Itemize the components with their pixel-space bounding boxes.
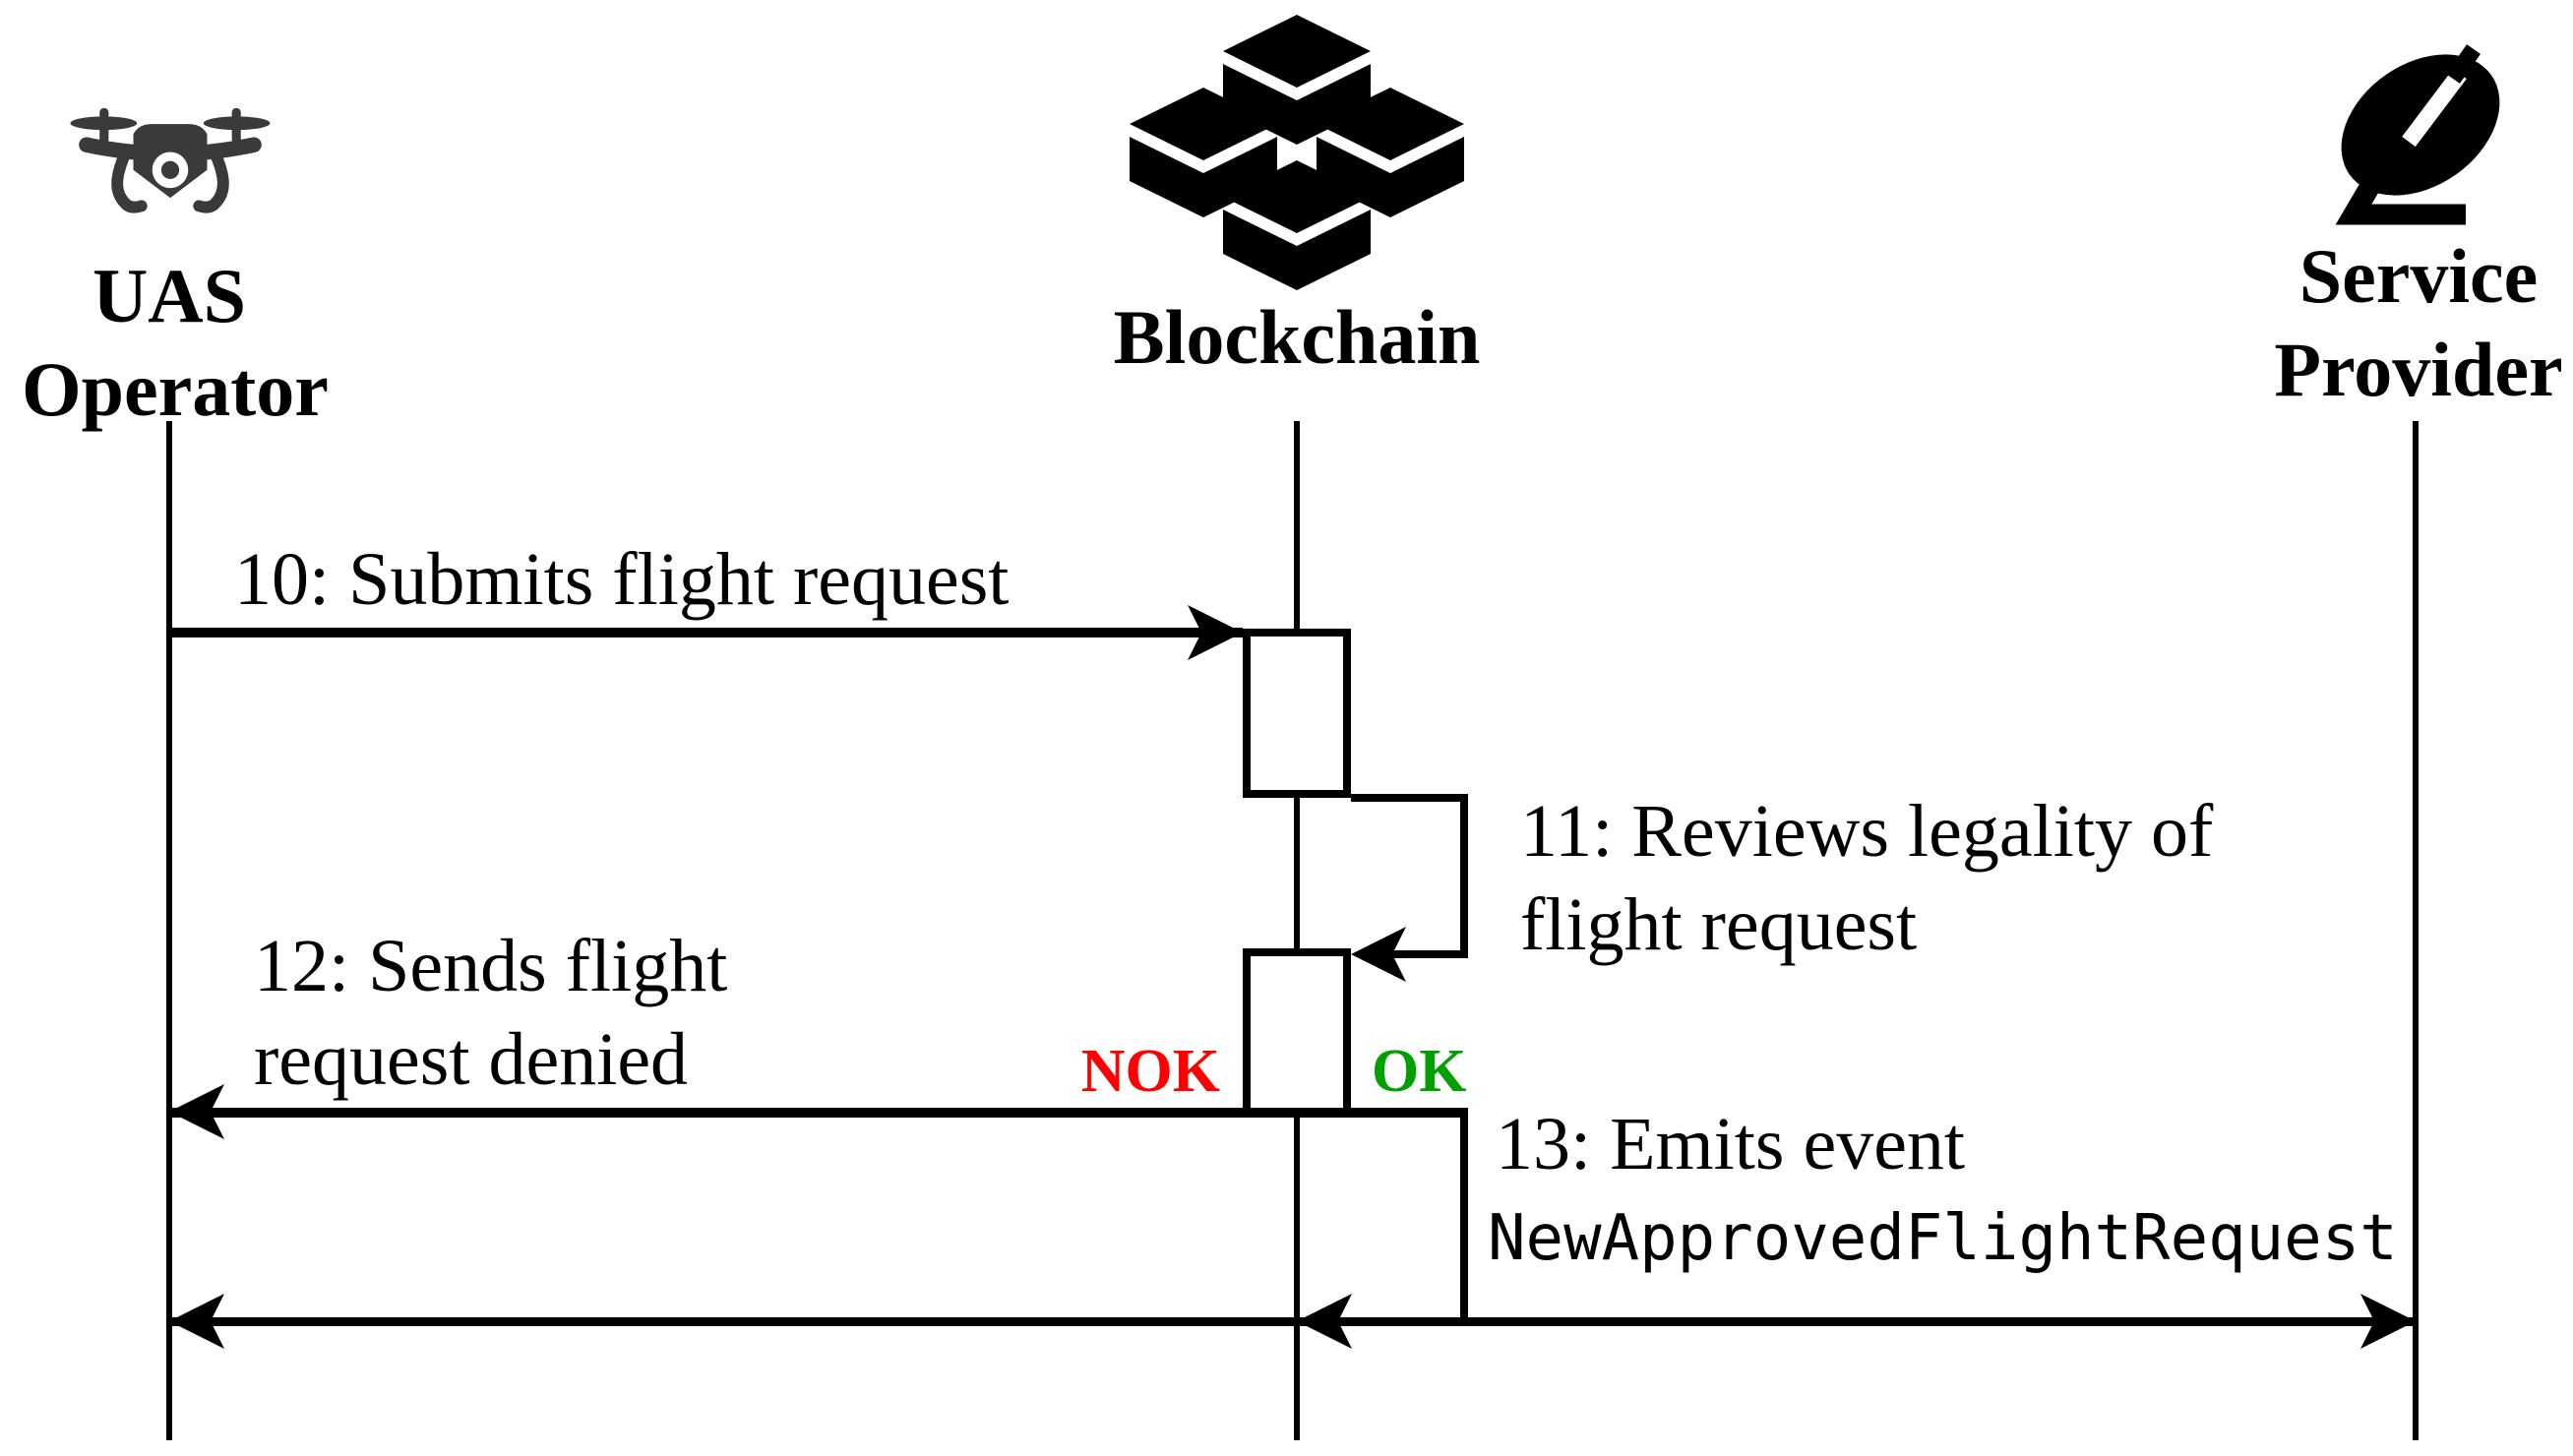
message-10-line — [169, 628, 1243, 637]
actor-label-line: UAS — [92, 253, 247, 338]
message-13-broadcast-line — [169, 1317, 2416, 1326]
message-10-label: 10: Submits flight request — [234, 533, 1009, 627]
ok-text: OK — [1372, 1038, 1467, 1105]
message-10-text: 10: Submits flight request — [234, 538, 1010, 621]
activation-box-msg10 — [1243, 629, 1351, 798]
arrowhead-msg10-right — [1188, 605, 1243, 660]
actor-label-line: Service — [2298, 233, 2539, 319]
nok-label: NOK — [1077, 1041, 1220, 1102]
actor-label-service-provider: Service Provider — [2173, 229, 2573, 416]
message-11-loop-return — [1373, 950, 1468, 958]
event-name-text: NewApprovedFlightRequest — [1488, 1202, 2398, 1275]
message-11-loop-top — [1351, 794, 1468, 802]
blockchain-cubes-icon — [1130, 15, 1464, 290]
message-13-text: 13: Emits event — [1496, 1103, 1966, 1185]
message-11-label: 11: Reviews legality of flight request — [1520, 785, 2213, 972]
actor-label-uas-operator: UAS Operator — [22, 249, 329, 436]
activation-box-decision — [1243, 948, 1351, 1116]
satellite-dish-icon — [2335, 44, 2500, 225]
actor-label-line: Blockchain — [1113, 294, 1481, 380]
message-11-loop-right — [1460, 794, 1468, 958]
message-11-text-line2: flight request — [1520, 883, 1918, 966]
message-12-line — [169, 1108, 1468, 1118]
arrowhead-msg12-left — [169, 1084, 224, 1139]
actor-label-line: Provider — [2274, 327, 2563, 412]
message-13-drop-line — [1460, 1108, 1468, 1326]
message-13-label: 13: Emits event — [1496, 1098, 1965, 1191]
message-13-event-name: NewApprovedFlightRequest — [1488, 1204, 2398, 1273]
drone-icon — [70, 107, 271, 213]
lifeline-service-provider — [2413, 421, 2419, 1440]
ok-label: OK — [1372, 1041, 1466, 1102]
lifeline-uas-operator — [166, 421, 172, 1440]
message-12-text-line1: 12: Sends flight — [254, 925, 728, 1007]
message-11-text-line1: 11: Reviews legality of — [1520, 790, 2214, 873]
arrowhead-broadcast-middle-left — [1297, 1294, 1352, 1349]
message-12-label: 12: Sends flight request denied — [254, 920, 727, 1107]
actor-label-line: Operator — [22, 346, 329, 432]
arrowhead-broadcast-right — [2360, 1294, 2416, 1349]
message-12-text-line2: request denied — [254, 1018, 689, 1101]
actor-label-blockchain: Blockchain — [1051, 290, 1543, 384]
arrowhead-msg11-left — [1351, 927, 1406, 982]
arrowhead-broadcast-left — [169, 1294, 224, 1349]
lifeline-blockchain — [1294, 421, 1300, 1440]
nok-text: NOK — [1080, 1038, 1220, 1105]
